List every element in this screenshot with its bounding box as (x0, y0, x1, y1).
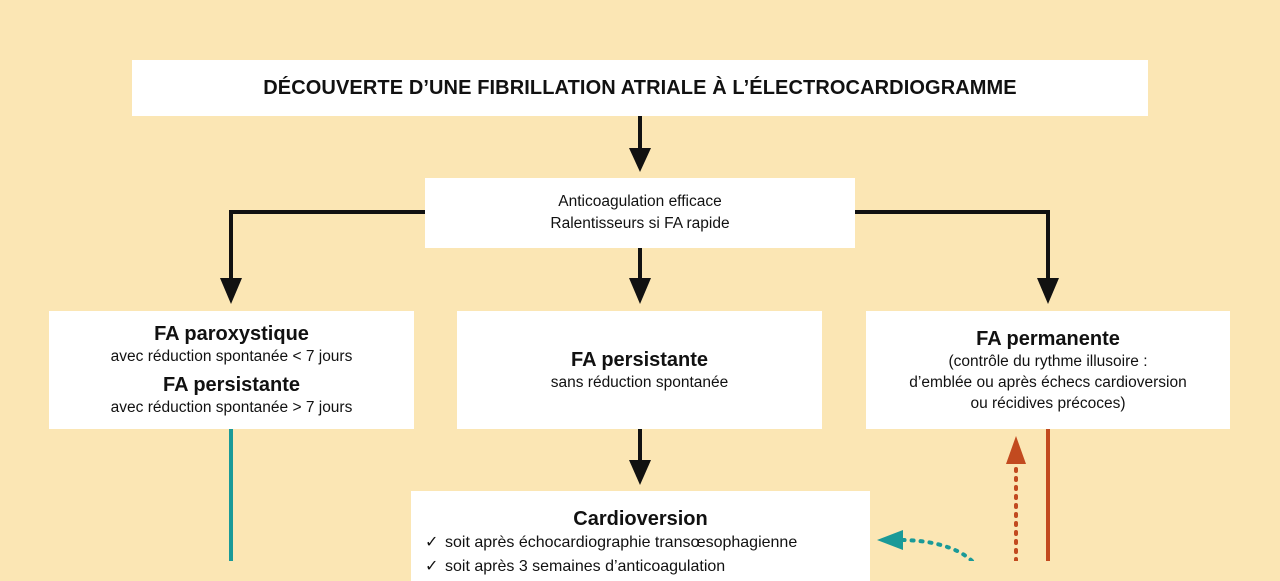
permanent-box: FA permanente (contrôle du rythme illuso… (866, 311, 1230, 429)
paroxysmal-subtitle: avec réduction spontanée < 7 jours (110, 348, 353, 365)
persistent-subtitle: sans réduction spontanée (550, 373, 729, 391)
title-box: DÉCOUVERTE D’UNE FIBRILLATION ATRIALE À … (132, 60, 1148, 116)
persistent-reduced-subtitle: avec réduction spontanée > 7 jours (110, 399, 353, 416)
connectors (220, 116, 1059, 561)
persistent-box: FA persistante sans réduction spontanée (457, 311, 822, 429)
cardioversion-item: ✓ soit après échocardiographie transœsoph… (425, 531, 797, 555)
permanent-line-3: ou récidives précoces) (970, 394, 1126, 412)
arrowhead-icon (220, 278, 242, 304)
paroxysmal-box: FA paroxystique avec réduction spontanée… (49, 311, 414, 429)
persistent-reduced-title: FA persistante (162, 374, 301, 396)
arrowhead-icon (1037, 278, 1059, 304)
paroxysmal-title: FA paroxystique (154, 323, 309, 345)
permanent-line-1: (contrôle du rythme illusoire : (948, 352, 1148, 370)
persistent-title: FA persistante (570, 348, 709, 371)
rate-control-text: Ralentisseurs si FA rapide (550, 215, 730, 232)
teal-dotted-curve (898, 538, 974, 561)
initial-step-box: Anticoagulation efficace Ralentisseurs s… (425, 178, 855, 248)
permanent-line-2: d’emblée ou après échecs cardioversion (909, 373, 1187, 391)
rust-arrowhead-icon (1006, 436, 1026, 464)
permanent-title: FA permanente (976, 327, 1120, 350)
arrowhead-icon (629, 460, 651, 485)
arrowhead-icon (629, 278, 651, 304)
check-icon: ✓ (425, 534, 439, 551)
cardioversion-title: Cardioversion (573, 508, 708, 530)
diagram-title: DÉCOUVERTE D’UNE FIBRILLATION ATRIALE À … (263, 76, 1017, 99)
arrowhead-icon (629, 148, 651, 172)
anticoagulation-text: Anticoagulation efficace (558, 193, 722, 210)
arrow-step-to-right (855, 210, 1050, 280)
teal-arrowhead-icon (877, 530, 903, 550)
arrow-step-to-left (229, 210, 425, 280)
cardioversion-item-text: soit après échocardiographie transœsopha… (445, 534, 798, 551)
